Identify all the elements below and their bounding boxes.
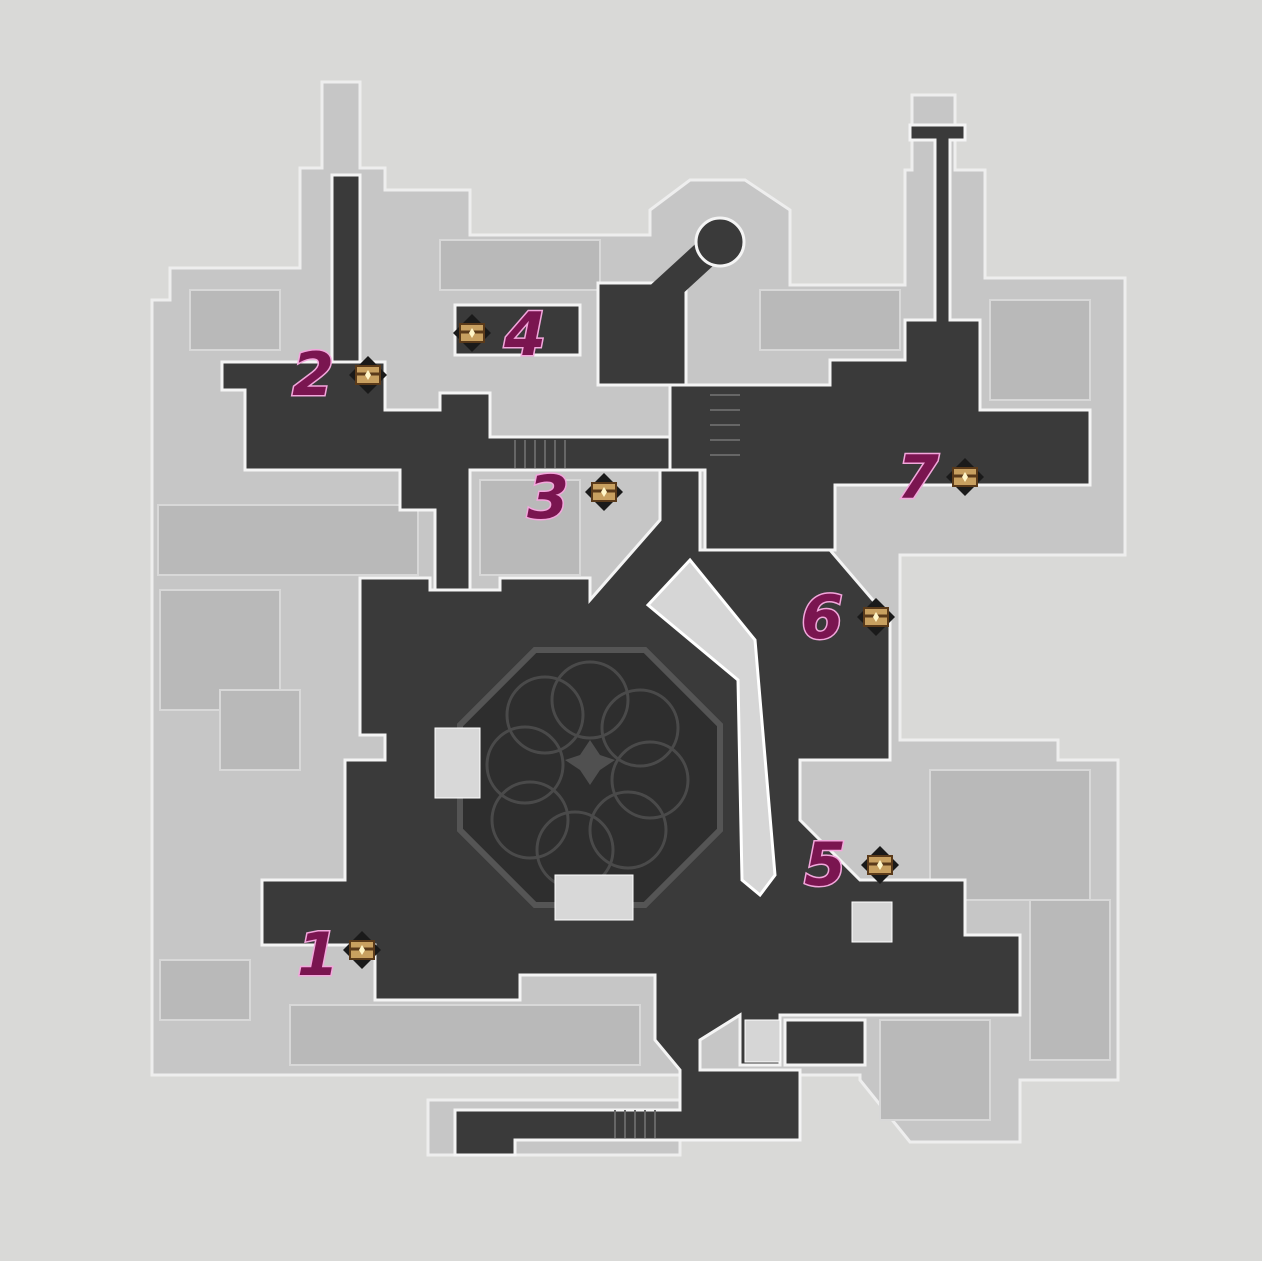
treasure-chest-icon[interactable] [860,845,900,885]
treasure-chest-icon[interactable] [856,597,896,637]
treasure-chest-icon[interactable] [342,930,382,970]
treasure-chest-icon[interactable] [452,313,492,353]
marker-number: 5 [803,830,848,900]
marker-number: 1 [296,920,341,990]
treasure-chest-icon[interactable] [945,457,985,497]
central-plaza [434,557,893,1063]
stairs [514,394,740,1138]
marker-number: 4 [503,300,548,370]
treasure-chest-icon[interactable] [348,355,388,395]
marker-number: 2 [291,340,336,410]
marker-number: 6 [800,583,845,653]
marker-number: 3 [526,463,571,533]
treasure-chest-icon[interactable] [584,472,624,512]
inactive-rooms [157,239,1111,1121]
marker-number: 7 [896,443,941,513]
